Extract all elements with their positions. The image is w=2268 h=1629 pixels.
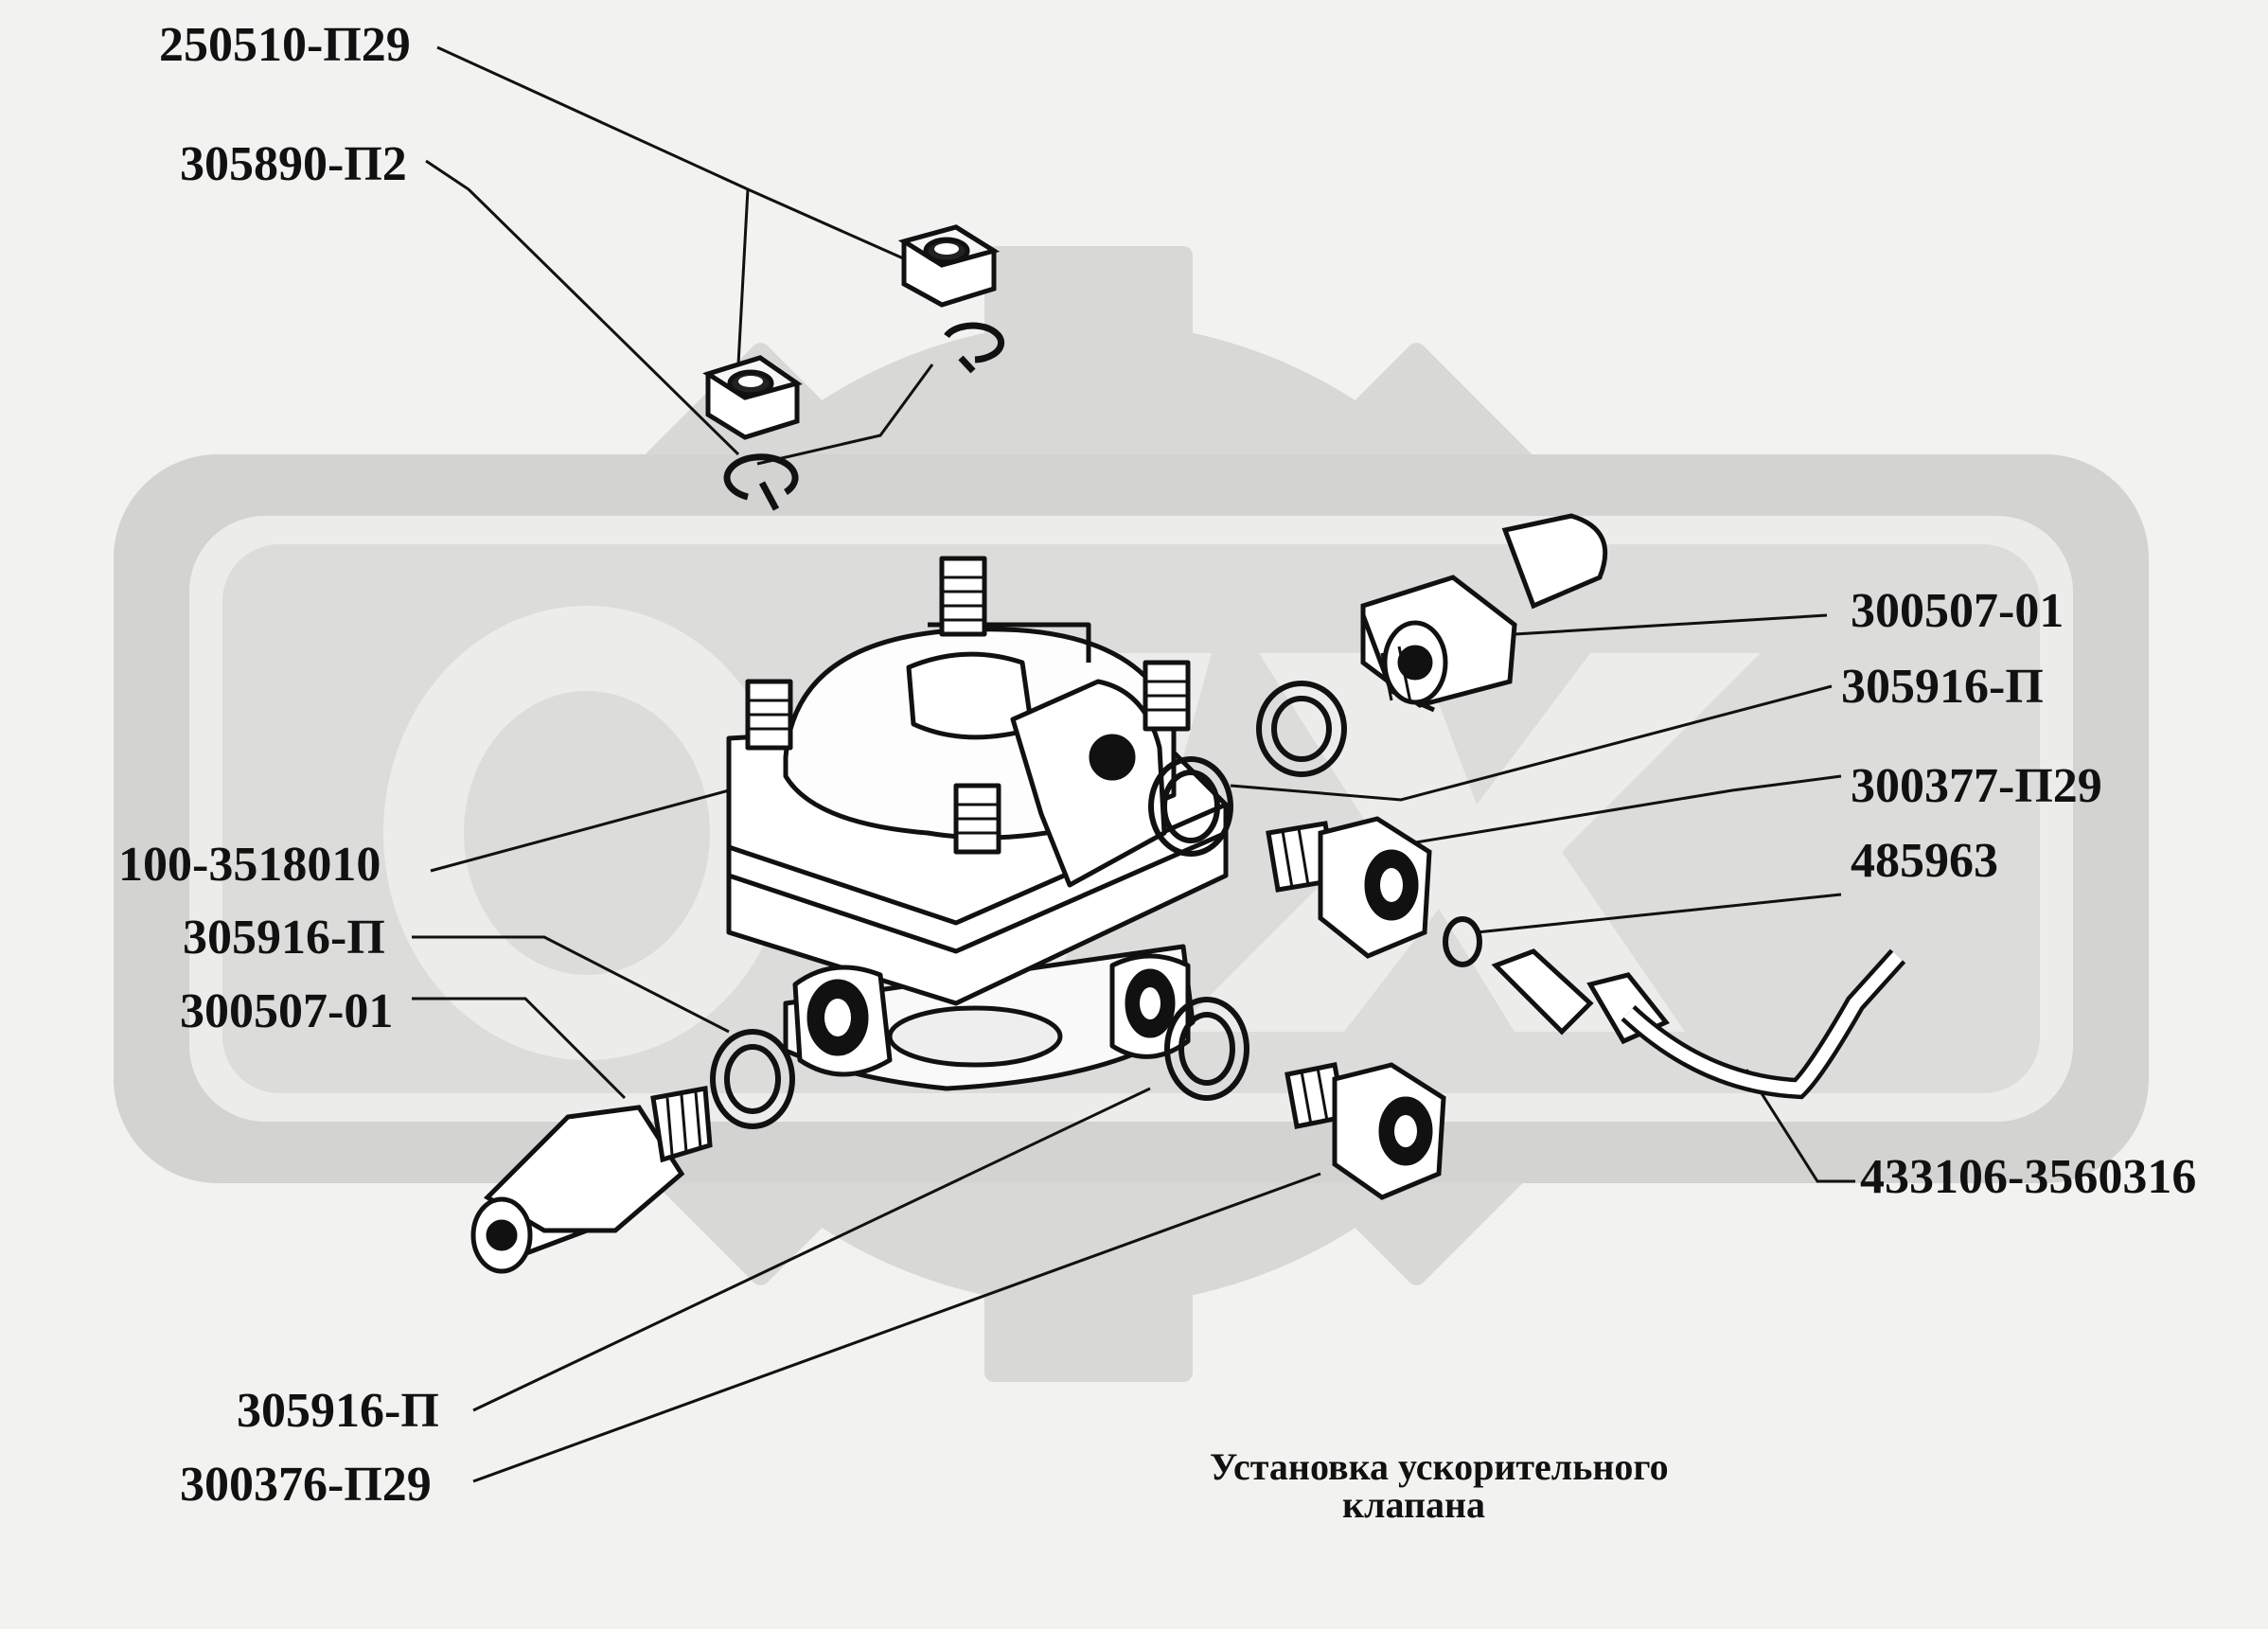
label-union-right[interactable]: 300507-01	[1851, 584, 2064, 638]
label-seal-right[interactable]: 305916-П	[1841, 660, 2044, 714]
spring-washer-upper	[944, 322, 1005, 374]
leader-ring	[1476, 893, 1842, 934]
leader-plug-right	[1386, 774, 1842, 849]
label-nut-m8[interactable]: 250510-П29	[159, 18, 411, 72]
leader-seal-right	[1230, 684, 1833, 802]
label-seal-bottom[interactable]: 305916-П	[237, 1384, 439, 1438]
hex-nut-lower	[702, 355, 803, 440]
label-seal-left[interactable]: 305916-П	[183, 911, 385, 965]
seal-ring-bottom	[1164, 997, 1249, 1101]
tube-assembly	[1491, 948, 1906, 1100]
o-ring-small	[1443, 916, 1482, 967]
caption-line-2: клапана	[1342, 1483, 1486, 1526]
leader-seal-bottom	[472, 1087, 1151, 1412]
seal-ring-right	[1256, 681, 1347, 777]
leader-tube	[1745, 1069, 1855, 1183]
plug-fitting-bottom	[1285, 1062, 1446, 1200]
label-tube[interactable]: 433106-3560316	[1860, 1150, 2197, 1204]
leader-washer	[425, 159, 740, 456]
label-union-left[interactable]: 300507-01	[180, 984, 394, 1038]
valve-body	[726, 556, 1229, 1091]
plug-fitting-right	[1266, 816, 1432, 959]
leader-union-left	[412, 997, 627, 1100]
leader-plug-bottom	[472, 1172, 1321, 1483]
seal-ring-left	[710, 1029, 795, 1129]
leader-seal-left	[412, 935, 730, 1034]
label-ring[interactable]: 485963	[1851, 834, 1998, 888]
label-plug-right[interactable]: 300377-П29	[1851, 759, 2102, 813]
union-fitting-right	[1360, 513, 1608, 713]
label-plug-bottom[interactable]: 300376-П29	[180, 1458, 432, 1512]
leader-union-right	[1514, 613, 1828, 636]
leader-lines	[412, 45, 1855, 1483]
label-washer[interactable]: 305890-П2	[180, 137, 407, 191]
label-accelerator-valve[interactable]: 100-3518010	[118, 838, 381, 892]
spring-washer-lower	[723, 453, 799, 511]
caption-line-1: Установка ускорительного	[1210, 1445, 1669, 1488]
seal-ring-body	[1148, 756, 1233, 857]
hex-nut-upper	[897, 224, 1001, 308]
leader-valve	[430, 788, 730, 873]
union-fitting-left	[470, 1086, 713, 1274]
leader-nut	[436, 45, 919, 267]
